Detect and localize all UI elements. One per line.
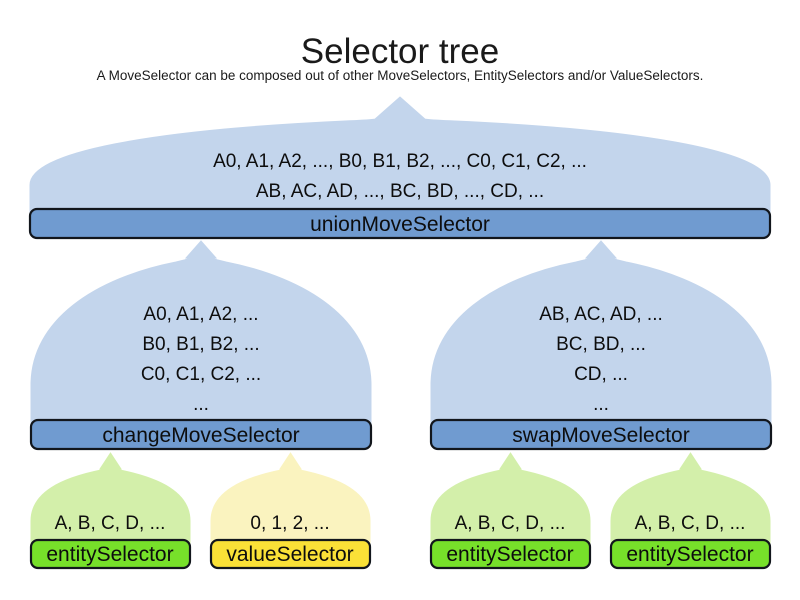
change-dome-line-2: B0, B1, B2, ... <box>142 334 259 355</box>
entity-selector-3-dome-line: A, B, C, D, ... <box>635 513 746 534</box>
node-entity-selector-2[interactable]: A, B, C, D, ... entitySelector <box>429 452 592 570</box>
swap-dome-line-4: ... <box>593 394 609 415</box>
swap-dome-line-2: BC, BD, ... <box>556 334 646 355</box>
entity-selector-1-dome-shape <box>30 452 191 544</box>
change-move-selector-label: changeMoveSelector <box>102 424 299 447</box>
change-dome-shape <box>30 240 372 425</box>
value-selector-1-bar[interactable] <box>209 538 372 570</box>
swap-dome-line-1: AB, AC, AD, ... <box>539 304 663 325</box>
change-dome-line-3: C0, C1, C2, ... <box>141 364 261 385</box>
swap-move-selector-label: swapMoveSelector <box>512 424 689 447</box>
entity-selector-3-bar[interactable] <box>609 538 772 570</box>
entity-selector-2-dome-shape <box>430 452 591 544</box>
page-subtitle: A MoveSelector can be composed out of ot… <box>97 68 704 83</box>
entity-selector-2-dome-line: A, B, C, D, ... <box>455 513 566 534</box>
node-change-move-selector[interactable]: A0, A1, A2, ... B0, B1, B2, ... C0, C1, … <box>29 240 373 451</box>
page-title: Selector tree <box>301 32 499 71</box>
node-union-move-selector[interactable]: A0, A1, A2, ..., B0, B1, B2, ..., C0, C1… <box>28 96 772 240</box>
change-dome-line-1: A0, A1, A2, ... <box>143 304 258 325</box>
union-move-selector-bar[interactable] <box>28 207 772 240</box>
entity-selector-1-bar[interactable] <box>29 538 192 570</box>
node-swap-move-selector[interactable]: AB, AC, AD, ... BC, BD, ... CD, ... ... … <box>429 240 773 451</box>
node-entity-selector-1[interactable]: A, B, C, D, ... entitySelector <box>29 452 192 570</box>
entity-selector-3-dome-shape <box>610 452 771 544</box>
swap-move-selector-bar[interactable] <box>429 418 773 451</box>
value-selector-1-dome-shape <box>210 452 371 544</box>
swap-dome-line-3: CD, ... <box>574 364 628 385</box>
node-entity-selector-3[interactable]: A, B, C, D, ... entitySelector <box>609 452 772 570</box>
value-selector-1-label: valueSelector <box>226 543 353 566</box>
change-dome-line-4: ... <box>193 394 209 415</box>
change-move-selector-bar[interactable] <box>29 418 373 451</box>
node-value-selector-1[interactable]: 0, 1, 2, ... valueSelector <box>209 452 372 570</box>
union-move-selector-label: unionMoveSelector <box>310 213 490 236</box>
entity-selector-3-label: entitySelector <box>626 543 753 566</box>
union-dome-shape <box>29 96 771 213</box>
union-dome-line-2: AB, AC, AD, ..., BC, BD, ..., CD, ... <box>256 181 544 202</box>
entity-selector-1-label: entitySelector <box>46 543 173 566</box>
swap-dome-shape <box>430 240 772 425</box>
entity-selector-2-bar[interactable] <box>429 538 592 570</box>
value-selector-1-dome-line: 0, 1, 2, ... <box>250 513 329 534</box>
entity-selector-1-dome-line: A, B, C, D, ... <box>55 513 166 534</box>
union-dome-line-1: A0, A1, A2, ..., B0, B1, B2, ..., C0, C1… <box>213 151 587 172</box>
entity-selector-2-label: entitySelector <box>446 543 573 566</box>
